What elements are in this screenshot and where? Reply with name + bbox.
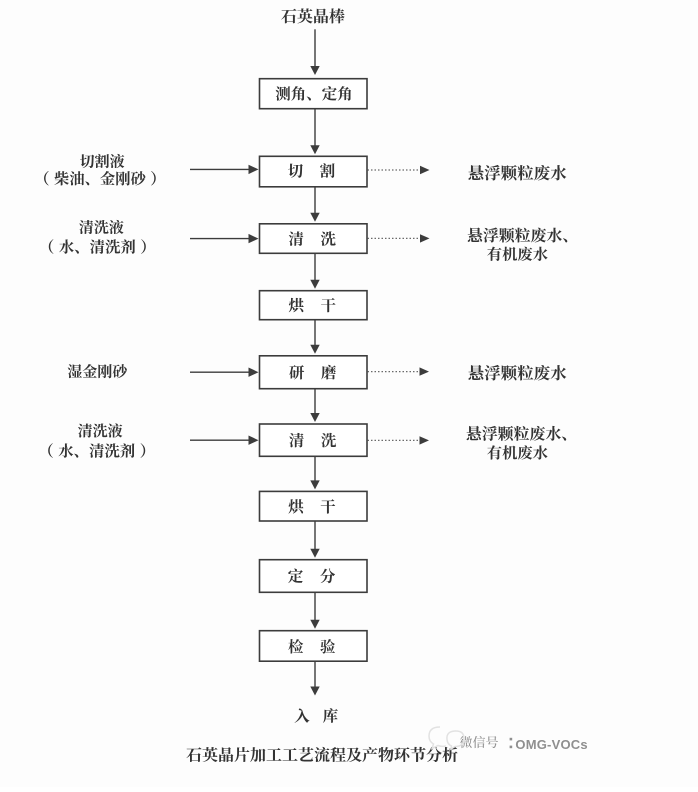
svg-text:OMG-VOCs: OMG-VOCs [515, 737, 587, 752]
